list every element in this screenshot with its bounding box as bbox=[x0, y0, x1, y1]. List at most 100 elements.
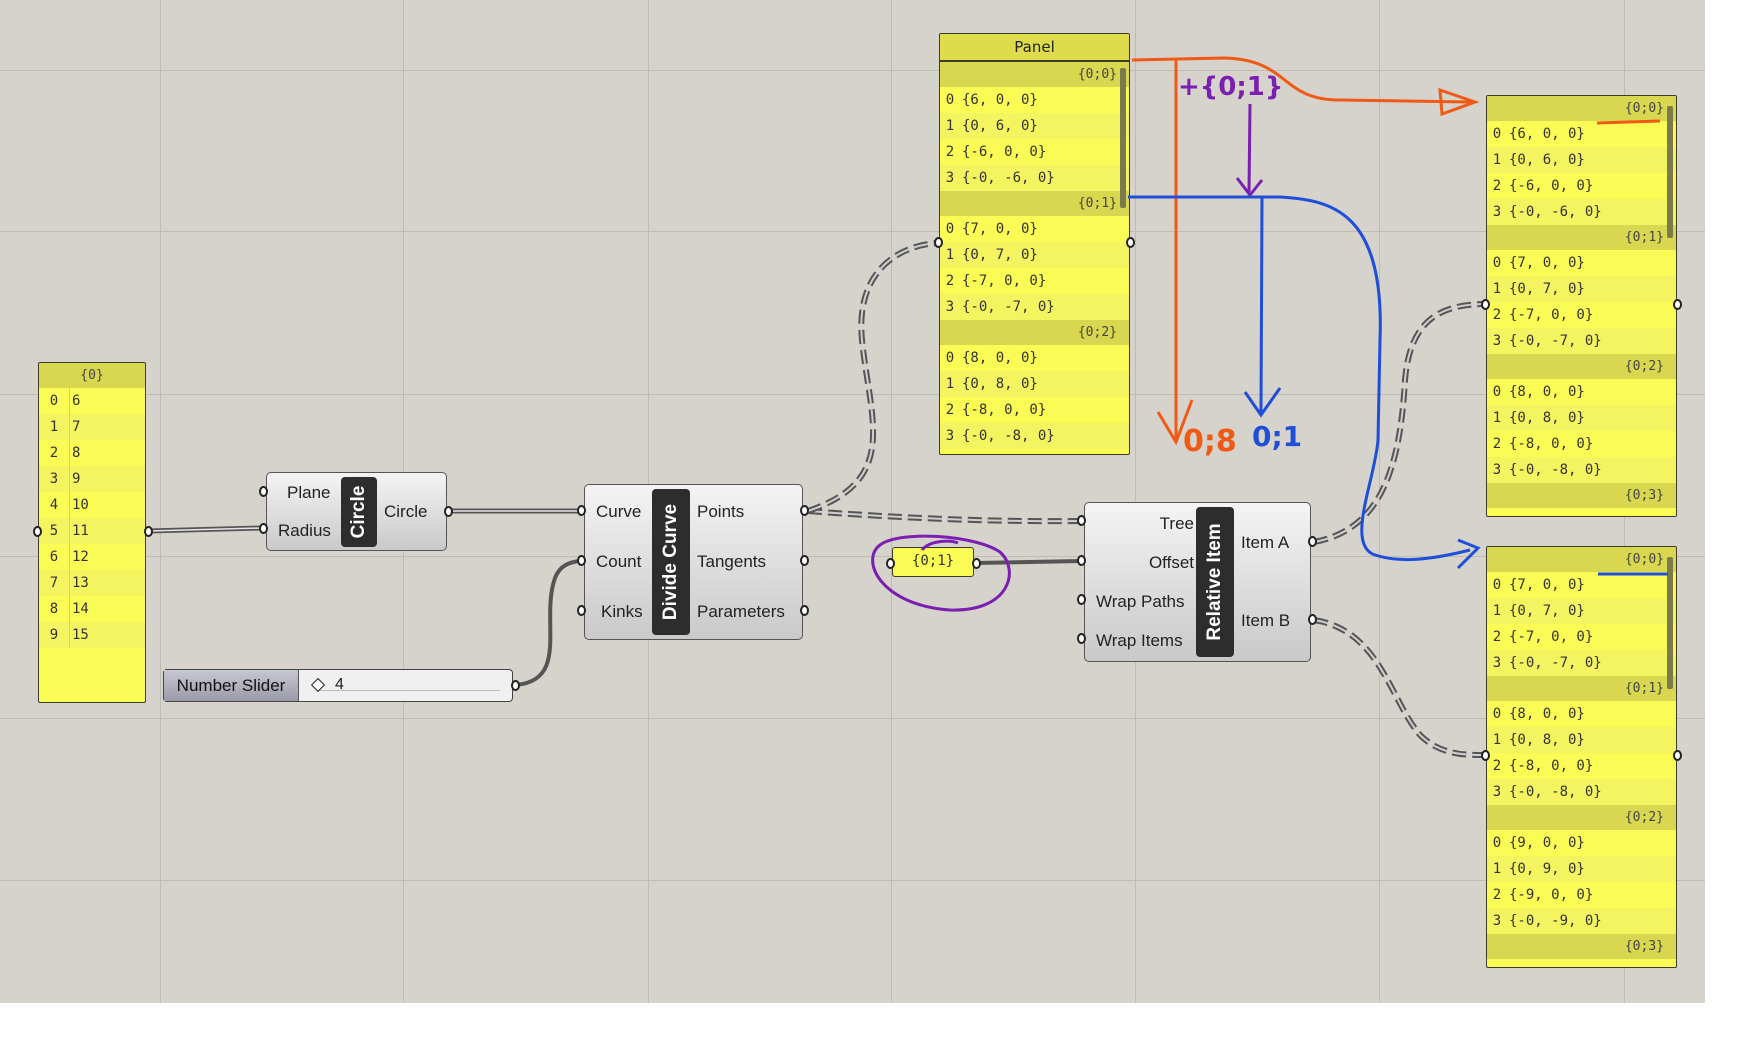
orange-underline bbox=[1596, 119, 1661, 125]
blue-annotation: 0;1 bbox=[1252, 420, 1303, 453]
list-item: 2{-7, 0, 0} bbox=[940, 268, 1129, 294]
item-value: 7 bbox=[72, 419, 81, 435]
list-item: 1{0, 7, 0} bbox=[1487, 598, 1676, 624]
kinks-input-grip[interactable] bbox=[577, 605, 586, 616]
points-panel[interactable]: Panel {0;0}0{6, 0, 0}1{0, 6, 0}2{-6, 0, … bbox=[939, 33, 1130, 455]
item-a-panel[interactable]: {0;0}0{6, 0, 0}1{0, 6, 0}2{-6, 0, 0}3{-0… bbox=[1486, 95, 1677, 517]
item-value: 10 bbox=[72, 497, 89, 513]
item-value: {-0, -7, 0} bbox=[962, 299, 1055, 315]
path-param[interactable]: {0;1} bbox=[892, 547, 974, 577]
slider-output-grip[interactable] bbox=[511, 680, 520, 691]
input-grip[interactable] bbox=[33, 526, 42, 537]
branch-header: {0;0} bbox=[1487, 547, 1676, 572]
item-b-panel-output-grip[interactable] bbox=[1673, 750, 1682, 761]
item-value: {7, 0, 0} bbox=[1509, 255, 1585, 271]
item-a-panel-output-grip[interactable] bbox=[1673, 299, 1682, 310]
item-value: {-9, 0, 0} bbox=[1509, 887, 1594, 903]
tangents-output-grip[interactable] bbox=[800, 555, 809, 566]
item-a-output-grip[interactable] bbox=[1308, 536, 1317, 547]
item-a-panel-input-grip[interactable] bbox=[1481, 299, 1490, 310]
list-item: 1{0, 9, 0} bbox=[1487, 856, 1676, 882]
item-value: {-8, 0, 0} bbox=[1509, 758, 1594, 774]
item-b-output-grip[interactable] bbox=[1308, 614, 1317, 625]
item-b-panel-input-grip[interactable] bbox=[1481, 750, 1490, 761]
divide-curve-component[interactable]: Curve Count Kinks Divide Curve Points Ta… bbox=[584, 484, 803, 640]
item-value: {0, 6, 0} bbox=[962, 118, 1038, 134]
count-input-grip[interactable] bbox=[577, 555, 586, 566]
list-item: 1{0, 6, 0} bbox=[1487, 147, 1676, 173]
item-index: 3 bbox=[1492, 204, 1502, 220]
branch-header: {0;2} bbox=[940, 320, 1129, 345]
item-value: {8, 0, 0} bbox=[1509, 706, 1585, 722]
item-b-scrollbar[interactable] bbox=[1667, 557, 1673, 689]
item-value: 13 bbox=[72, 575, 89, 591]
wrap-items-input-grip[interactable] bbox=[1077, 633, 1086, 644]
branch-header: {0;2} bbox=[1487, 805, 1676, 830]
list-item: 3{-0, -6, 0} bbox=[940, 165, 1129, 191]
item-index: 3 bbox=[39, 466, 70, 492]
radius-input-grip[interactable] bbox=[259, 523, 268, 534]
number-slider[interactable]: Number Slider 4 bbox=[163, 669, 513, 702]
slider-track[interactable]: 4 bbox=[299, 670, 512, 701]
parameters-output-label: Parameters bbox=[697, 602, 785, 621]
branch-header: {0} bbox=[39, 363, 145, 388]
tree-input-grip[interactable] bbox=[1077, 515, 1086, 526]
offset-input-grip[interactable] bbox=[1077, 555, 1086, 566]
wires-layer bbox=[147, 240, 1484, 758]
item-index: 1 bbox=[1492, 732, 1502, 748]
points-output-grip[interactable] bbox=[800, 505, 809, 516]
points-panel-output-grip[interactable] bbox=[1126, 237, 1135, 248]
curve-input-grip[interactable] bbox=[577, 505, 586, 516]
item-value: {-0, -8, 0} bbox=[1509, 784, 1602, 800]
list-item: 0{8, 0, 0} bbox=[1487, 701, 1676, 727]
item-index: 3 bbox=[945, 428, 955, 444]
list-item: 2{-7, 0, 0} bbox=[1487, 302, 1676, 328]
relative-item-component[interactable]: Tree Offset Wrap Paths Wrap Items Relati… bbox=[1084, 502, 1311, 662]
item-index: 0 bbox=[1492, 577, 1502, 593]
item-index: 1 bbox=[1492, 861, 1502, 877]
list-item: 1 {0, 6, 0} bbox=[940, 113, 1129, 139]
item-value: {-6, 0, 0} bbox=[1509, 178, 1594, 194]
item-index: 1 bbox=[945, 118, 955, 134]
list-item: 3{-0, -8, 0} bbox=[1487, 779, 1676, 805]
panel-title: Panel bbox=[940, 34, 1129, 62]
item-index: 2 bbox=[945, 144, 955, 160]
item-index: 2 bbox=[1492, 758, 1502, 774]
item-index: 1 bbox=[945, 376, 955, 392]
points-panel-input-grip[interactable] bbox=[934, 237, 943, 248]
circle-output-grip[interactable] bbox=[444, 506, 453, 517]
branch-header: {0;0} bbox=[1487, 96, 1676, 121]
item-value: {-0, -9, 0} bbox=[1509, 913, 1602, 929]
item-value: {6, 0, 0} bbox=[962, 92, 1038, 108]
list-item: 2 {-8, 0, 0} bbox=[1487, 753, 1676, 779]
purple-down-arrow bbox=[1247, 103, 1252, 193]
wrap-paths-input-grip[interactable] bbox=[1077, 594, 1086, 605]
output-grip[interactable] bbox=[144, 526, 153, 537]
item-index: 1 bbox=[39, 414, 70, 440]
relative-item-nickname: Relative Item bbox=[1196, 507, 1234, 657]
param-output-grip[interactable] bbox=[972, 558, 981, 569]
offset-input-label: Offset bbox=[1148, 553, 1194, 572]
list-item: 0{7, 0, 0} bbox=[1487, 250, 1676, 276]
list-item: 2{-8, 0, 0} bbox=[940, 397, 1129, 423]
panel-scrollbar[interactable] bbox=[1120, 68, 1126, 208]
item-b-panel[interactable]: {0;0}0{7, 0, 0}1{0, 7, 0}2{-7, 0, 0}3{-0… bbox=[1486, 546, 1677, 968]
plane-input-grip[interactable] bbox=[259, 486, 268, 497]
branch-header: {0;1} bbox=[1487, 676, 1676, 701]
item-value: {-0, -7, 0} bbox=[1509, 655, 1602, 671]
item-index: 0 bbox=[1492, 384, 1502, 400]
param-input-grip[interactable] bbox=[886, 558, 895, 569]
item-value: {-8, 0, 0} bbox=[962, 402, 1047, 418]
wrap-paths-input-label: Wrap Paths bbox=[1096, 592, 1185, 611]
list-item: 3{-0, -8, 0} bbox=[1487, 457, 1676, 483]
purple-circle bbox=[871, 534, 1011, 612]
parameters-output-grip[interactable] bbox=[800, 605, 809, 616]
item-a-scrollbar[interactable] bbox=[1667, 106, 1673, 238]
tangents-output-label: Tangents bbox=[697, 552, 766, 571]
item-value: 6 bbox=[72, 393, 81, 409]
